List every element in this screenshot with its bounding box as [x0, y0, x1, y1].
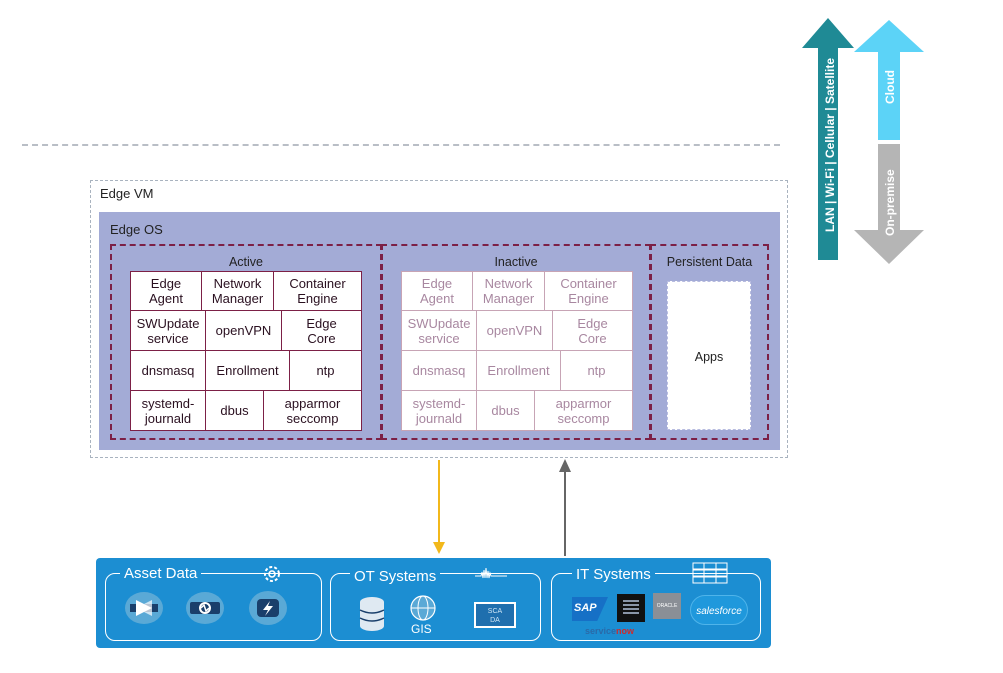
ot-systems-title: OT Systems	[350, 568, 441, 585]
servicenow-logo-icon: servicenow	[585, 626, 634, 636]
active-component-cell: dbus	[206, 391, 264, 431]
inactive-component-cell: Edge Core	[553, 311, 633, 351]
inactive-component-cell: dbus	[477, 391, 535, 431]
edge-vm-label: Edge VM	[100, 186, 154, 201]
persistent-data-title: Persistent Data	[666, 255, 753, 269]
inactive-component-cell: ntp	[561, 351, 633, 391]
salesforce-logo-icon: salesforce	[690, 595, 748, 625]
active-component-cell: SWUpdate service	[130, 311, 206, 351]
cloud-onprem-separator	[22, 144, 780, 146]
active-component-cell: Edge Core	[282, 311, 362, 351]
active-component-cell: Network Manager	[202, 271, 274, 311]
inactive-component-cell: Enrollment	[477, 351, 561, 391]
inactive-component-cell: openVPN	[477, 311, 553, 351]
charging-icon	[249, 591, 287, 625]
inactive-component-cell: Network Manager	[473, 271, 545, 311]
active-component-cell: systemd- journald	[130, 391, 206, 431]
flow-meter-icon	[125, 592, 163, 624]
waveform-icon	[475, 567, 507, 579]
inactive-component-cell: systemd- journald	[401, 391, 477, 431]
oracle-label: ORACLE	[656, 603, 678, 609]
asset-data-title: Asset Data	[120, 565, 202, 582]
edge-os-label: Edge OS	[110, 222, 163, 237]
onprem-arrow	[854, 144, 924, 264]
down-flow-arrowhead	[433, 542, 445, 554]
gear-icon	[264, 566, 280, 582]
scada-icon: SCA DA	[474, 602, 516, 628]
servicenow-label-service: service	[585, 626, 617, 636]
apps-box	[667, 281, 751, 430]
ibm-logo-icon	[617, 594, 645, 622]
it-systems-title: IT Systems	[572, 566, 655, 583]
up-flow-arrowhead	[559, 459, 571, 472]
database-icon	[359, 597, 385, 631]
active-component-cell: dnsmasq	[130, 351, 206, 391]
inactive-component-cell: dnsmasq	[401, 351, 477, 391]
active-component-cell: Container Engine	[274, 271, 362, 311]
onprem-label: On-premise	[883, 169, 897, 236]
persistent-data-pane	[650, 244, 769, 440]
cloud-label: Cloud	[883, 70, 897, 104]
network-label: LAN | Wi-Fi | Cellular | Satellite	[823, 58, 837, 232]
salesforce-label: salesforce	[696, 606, 742, 617]
edge-vm-container	[90, 180, 788, 458]
active-component-cell: openVPN	[206, 311, 282, 351]
asset-data-group	[105, 573, 322, 641]
active-component-cell: Enrollment	[206, 351, 290, 391]
active-component-cell: Edge Agent	[130, 271, 202, 311]
servicenow-label-now: now	[616, 626, 635, 636]
active-component-cell: apparmor seccomp	[264, 391, 362, 431]
active-component-cell: ntp	[290, 351, 362, 391]
sap-label: SAP	[574, 602, 597, 614]
inactive-title: Inactive	[494, 255, 538, 269]
server-rack-icon	[692, 562, 728, 584]
scada-label-line2: DA	[490, 617, 500, 624]
connectivity-arrows: LAN | Wi-Fi | Cellular | Satellite Cloud…	[802, 18, 924, 264]
apps-label: Apps	[694, 350, 724, 364]
oracle-logo-icon: ORACLE	[653, 593, 681, 619]
gis-globe-icon	[410, 595, 436, 621]
data-flow-connectors	[433, 459, 571, 556]
inactive-component-cell: Edge Agent	[401, 271, 473, 311]
gis-label: GIS	[411, 622, 432, 636]
inactive-component-cell: apparmor seccomp	[535, 391, 633, 431]
scada-label-line1: SCA	[487, 608, 503, 615]
inactive-component-cell: SWUpdate service	[401, 311, 477, 351]
sensor-icon	[186, 592, 224, 624]
cloud-arrow	[854, 20, 924, 140]
active-title: Active	[228, 255, 264, 269]
inactive-component-cell: Container Engine	[545, 271, 633, 311]
network-arrow	[802, 18, 854, 260]
it-systems-group	[551, 573, 761, 641]
